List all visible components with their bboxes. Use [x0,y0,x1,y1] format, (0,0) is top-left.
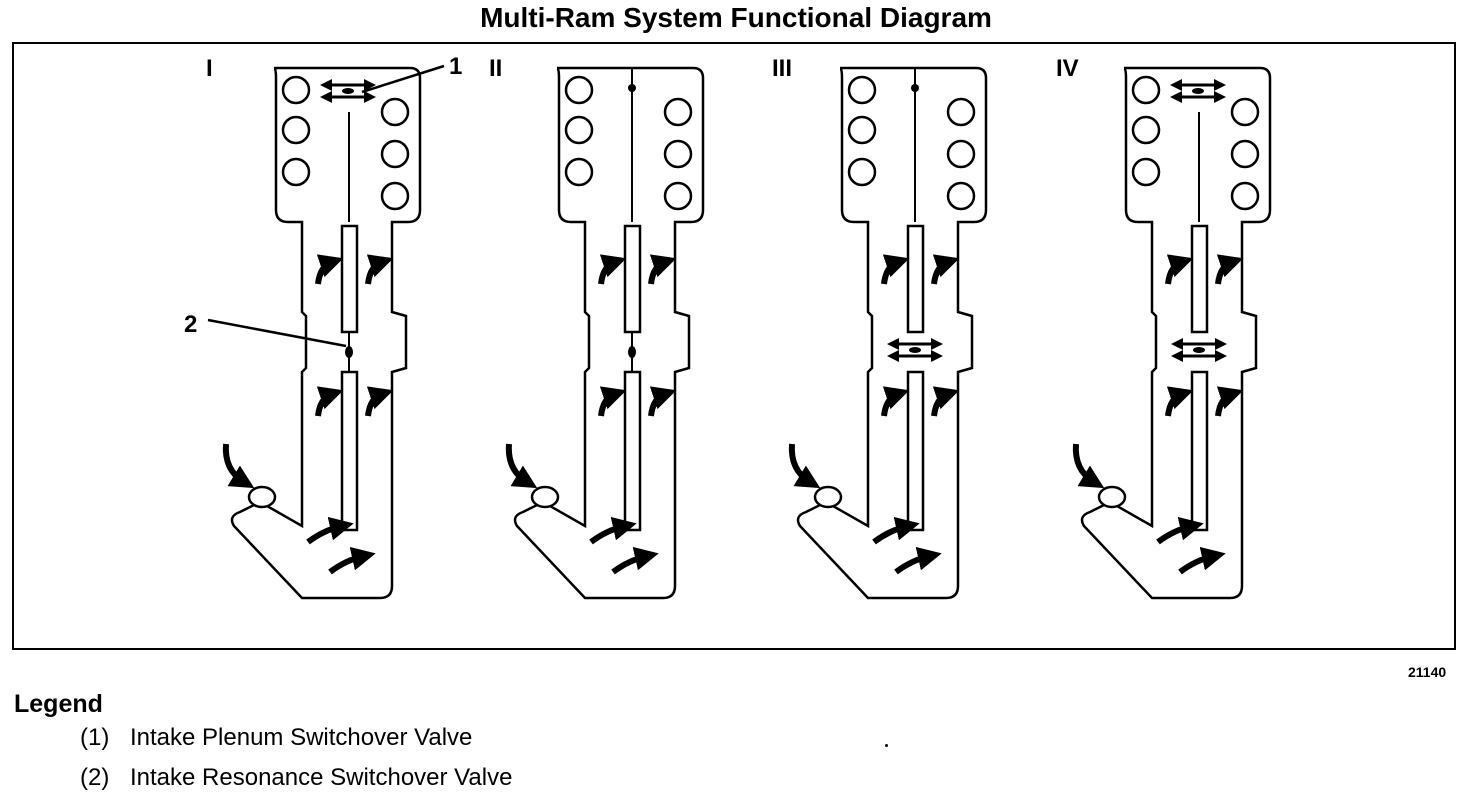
cylinder-port [946,181,976,211]
legend-heading: Legend [14,690,103,718]
diagram-frame [12,42,1456,650]
cylinder-port [847,157,877,187]
manifold-panel: III [772,55,988,600]
manifold-panel: IV [1056,55,1272,600]
cylinder-port [663,139,693,169]
panel-label: IV [1056,55,1079,82]
cylinder-port [281,157,311,187]
legend-item-2: (2) Intake Resonance Switchover Valve [80,764,512,792]
cylinder-port [380,181,410,211]
intake-inlet [530,485,560,509]
cylinder-port [847,115,877,145]
divider-wall [906,224,925,334]
panel-label: I [206,55,213,82]
divider-wall [623,224,642,334]
resonance-switchover-valve [628,332,636,372]
diagram-title: Multi-Ram System Functional Diagram [480,2,992,33]
airflow-arrows [505,254,677,575]
airflow-arrows [788,254,960,575]
cylinder-port [847,75,877,105]
airflow-arrows [222,254,394,575]
cylinder-port [564,75,594,105]
callout-1-label: 1 [449,53,462,80]
plenum-switchover-valve [1170,79,1226,103]
divider-wall [340,224,359,334]
callout-1: 1 [361,53,462,94]
legend-item-text: Intake Plenum Switchover Valve [130,724,473,751]
cylinder-port [1230,181,1260,211]
manifold-panel: II [489,55,705,600]
legend-item-1: (1) Intake Plenum Switchover Valve [80,724,472,752]
stray-dot [885,744,888,747]
panel-label: II [489,55,502,82]
cylinder-port [281,115,311,145]
plenum-switchover-valve [628,68,636,112]
divider-wall [1190,370,1209,532]
cylinder-port [1131,157,1161,187]
resonance-switchover-valve [345,332,353,372]
cylinder-port [1131,115,1161,145]
callout-2: 2 [184,311,347,348]
cylinder-port [946,139,976,169]
intake-inlet [247,485,277,509]
airflow-arrows [1072,254,1244,575]
divider-wall [340,370,359,532]
divider-wall [1190,224,1209,334]
cylinder-port [946,97,976,127]
intake-inlet [1097,485,1127,509]
cylinder-port [1131,75,1161,105]
legend-item-text: Intake Resonance Switchover Valve [130,764,513,791]
resonance-switchover-valve [1171,338,1227,362]
manifold-panel: I [206,55,422,600]
legend-item-number: (1) [80,724,110,751]
intake-inlet [813,485,843,509]
plenum-switchover-valve [320,79,376,103]
callout-2-label: 2 [184,311,197,338]
cylinder-port [1230,139,1260,169]
cylinder-port [1230,97,1260,127]
plenum-switchover-valve [911,68,919,112]
divider-wall [623,370,642,532]
cylinder-port [663,97,693,127]
cylinder-port [281,75,311,105]
panel-label: III [772,55,792,82]
cylinder-port [564,157,594,187]
cylinder-port [380,139,410,169]
figure-id: 21140 [1408,664,1447,680]
divider-wall [906,370,925,532]
cylinder-port [380,97,410,127]
cylinder-port [663,181,693,211]
legend-item-number: (2) [80,764,110,791]
resonance-switchover-valve [887,338,943,362]
cylinder-port [564,115,594,145]
